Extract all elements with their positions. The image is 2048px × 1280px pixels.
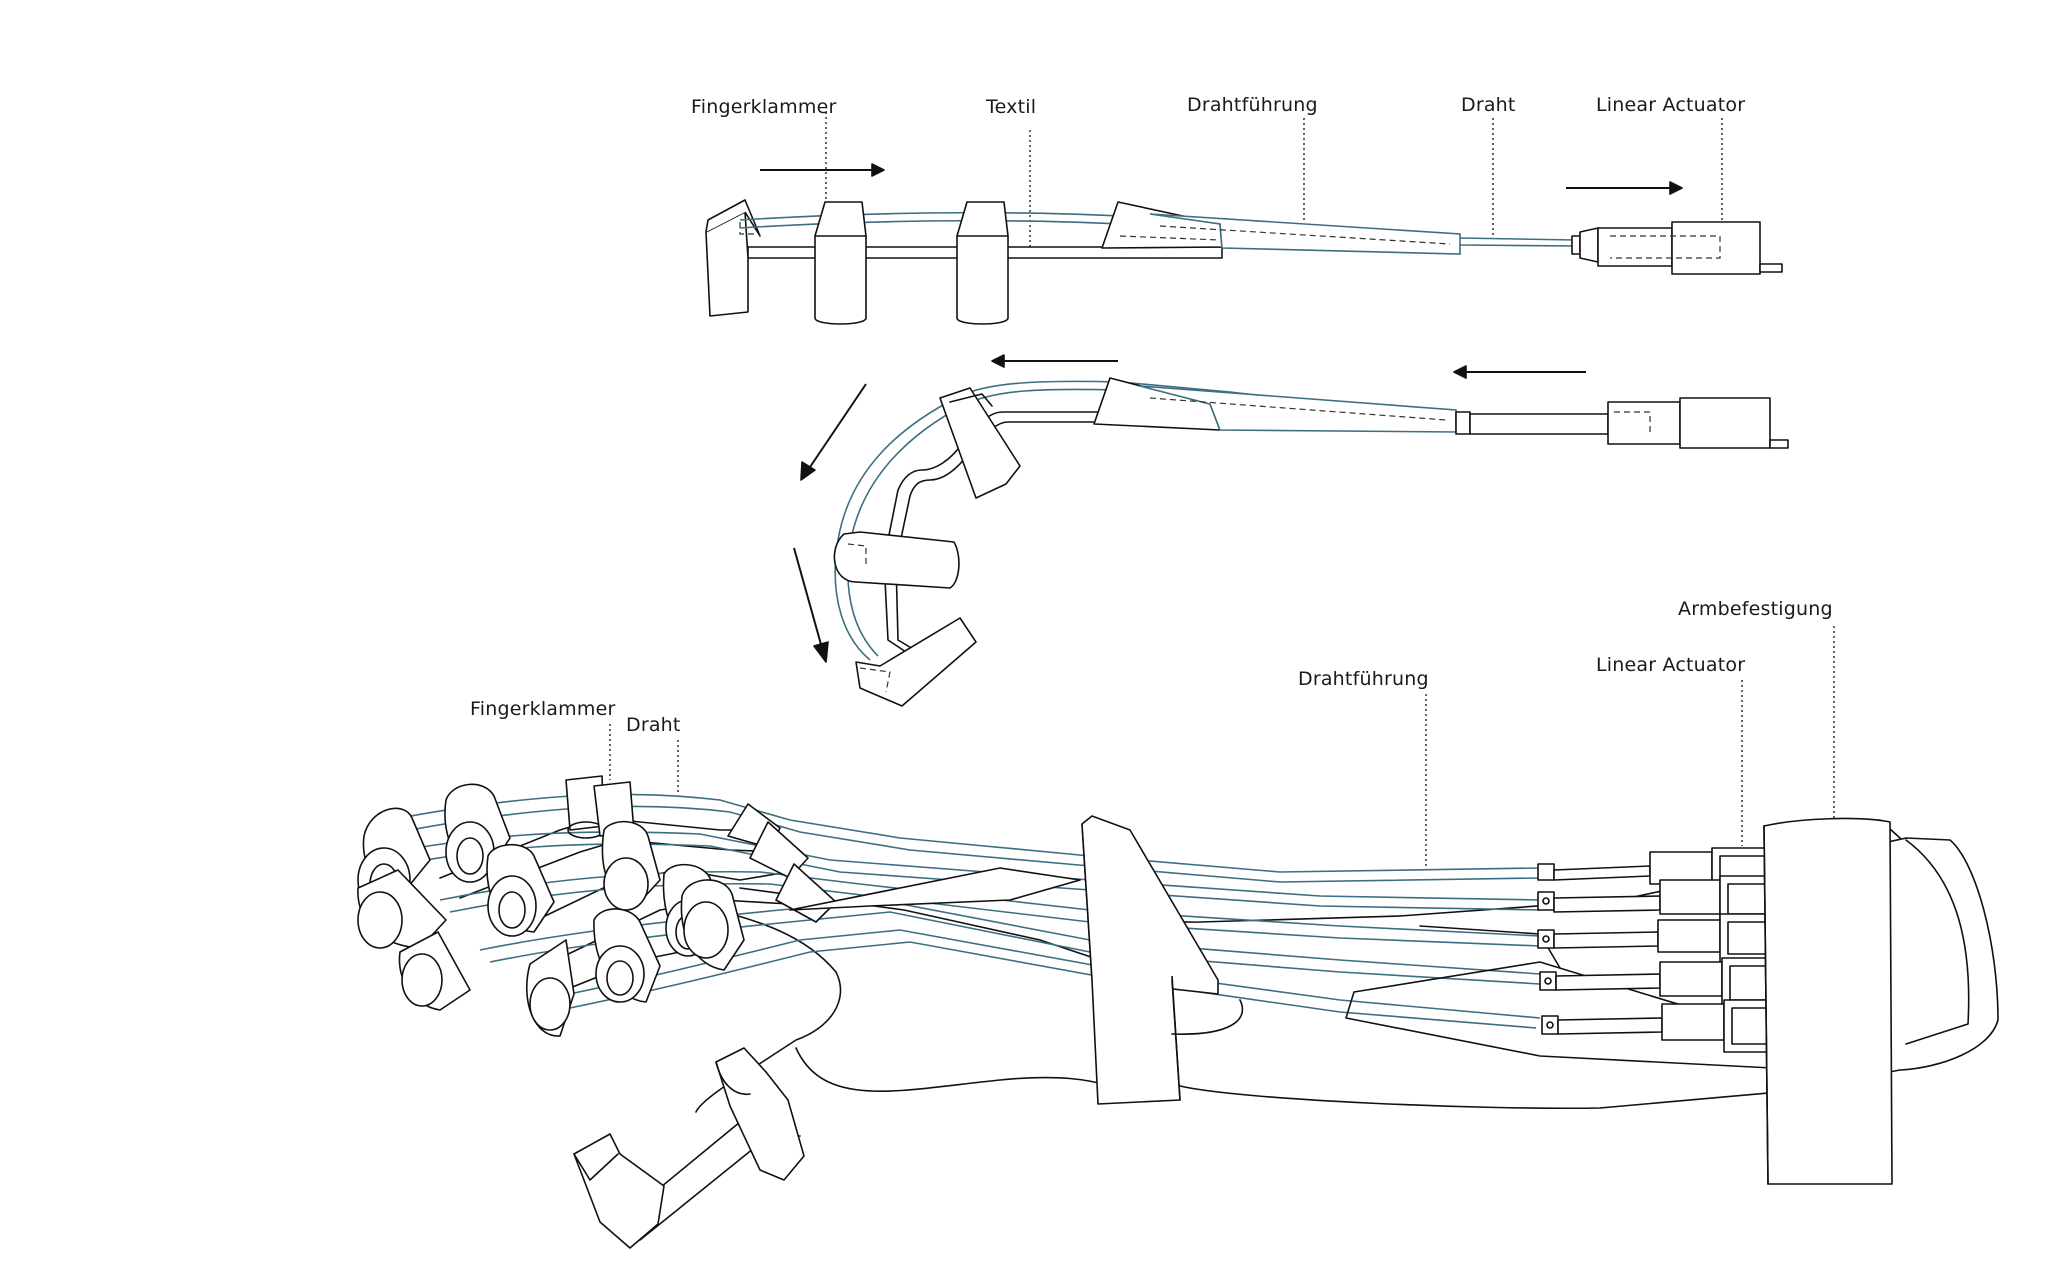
middle-assembly: [793, 354, 1789, 707]
label-bottom-linear-actuator: Linear Actuator: [1596, 654, 1746, 676]
top-clamp-1: [814, 201, 867, 325]
top-wire-guide: [1101, 201, 1461, 255]
bottom-actuator-3: [1537, 913, 1797, 963]
arrow-left-middle-1: [991, 354, 1118, 368]
middle-wires: [834, 380, 1457, 661]
label-top-wire-guide: Drahtführung: [1187, 94, 1318, 116]
bottom-linear-actuators: [1537, 847, 1801, 1053]
middle-clamp-3: [855, 617, 977, 707]
top-clamp-2: [956, 201, 1009, 325]
label-bottom-wire: Draht: [626, 714, 681, 736]
top-assembly: [705, 112, 1783, 325]
finger-clamp-d1: [680, 879, 745, 971]
label-bottom-wire-guide: Drahtführung: [1298, 668, 1429, 690]
arrow-curl-1: [800, 383, 867, 481]
top-linear-actuator: [1571, 221, 1783, 275]
finger-clamp-b2: [486, 844, 555, 937]
thumb-clamp-1: [573, 1133, 665, 1249]
thumb: [573, 1047, 805, 1249]
label-top-wire: Draht: [1461, 94, 1516, 116]
middle-wire-guide: [1093, 377, 1457, 433]
label-top-linear-actuator: Linear Actuator: [1596, 94, 1746, 116]
arrow-left-middle-2: [1453, 365, 1586, 379]
finger-clamps: [357, 775, 745, 1037]
label-bottom-arm-mount: Armbefestigung: [1678, 598, 1833, 620]
label-top-textile: Textil: [986, 96, 1037, 118]
bottom-actuator-5: [1541, 999, 1801, 1053]
arrow-right-top-right: [1566, 181, 1683, 195]
middle-linear-actuator: [1455, 397, 1789, 449]
finger-clamp-b3: [601, 820, 661, 911]
bottom-assembly: [357, 626, 1999, 1249]
finger-clamp-c3: [593, 908, 661, 1003]
label-top-finger-clamp: Fingerklammer: [691, 96, 837, 118]
thumb-clamp-2: [715, 1047, 805, 1181]
hand-wire-guides: [727, 803, 1081, 923]
forearm-wire-guide: [1081, 815, 1244, 1105]
middle-clamp-1: [939, 387, 1021, 499]
finger-clamp-c1: [398, 931, 471, 1011]
arrow-right-top-left: [760, 163, 885, 177]
arrow-curl-2: [793, 547, 829, 663]
label-bottom-finger-clamp: Fingerklammer: [470, 698, 616, 720]
finger-clamp-c2: [526, 939, 575, 1037]
arm-strap: [1763, 817, 1893, 1185]
middle-clamp-2: [833, 531, 960, 589]
